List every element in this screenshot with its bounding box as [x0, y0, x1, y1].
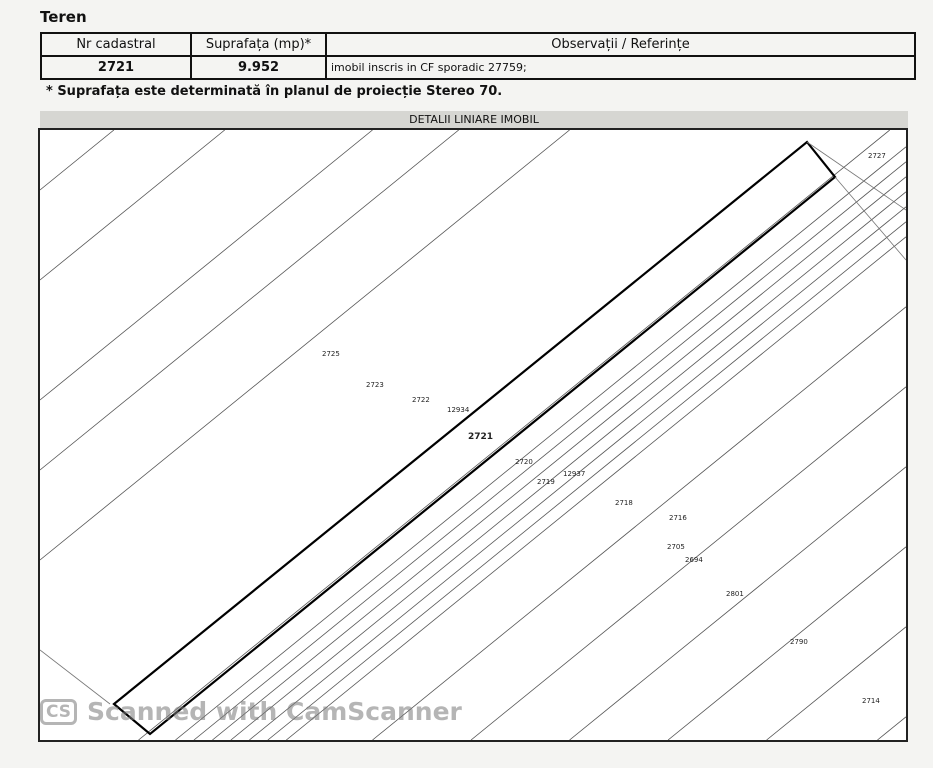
parcel-label: 12934: [447, 406, 470, 414]
parcel-label: 2705: [667, 543, 685, 551]
parcel-label: 2727: [868, 152, 886, 160]
boundary-line: [470, 386, 906, 740]
boundary-line: [372, 306, 906, 740]
boundary-line: [40, 130, 225, 281]
parcel-label: 2723: [366, 381, 384, 389]
cell-nr-cadastral: 2721: [40, 55, 192, 80]
watermark-text: Scanned with CamScanner: [87, 697, 462, 726]
boundary-line: [40, 130, 459, 471]
boundary-line: [40, 130, 373, 401]
watermark-badge: CS: [40, 698, 78, 725]
section-title: Teren: [40, 8, 87, 26]
header-nr-cadastral: Nr cadastral: [40, 32, 192, 57]
boundary-line: [138, 130, 891, 740]
boundary-line: [40, 130, 115, 191]
table-row: 2721 9.952 imobil inscris in CF sporadic…: [40, 55, 916, 80]
parcel-label: 2714: [862, 697, 880, 705]
parcel-label: 2716: [669, 514, 687, 522]
footnote: * Suprafața este determinată în planul d…: [46, 84, 503, 99]
boundary-line: [667, 546, 906, 740]
boundary-line: [267, 221, 906, 740]
header-suprafata: Suprafața (mp)*: [190, 32, 327, 57]
parcel-label: 12937: [563, 470, 586, 478]
parcel-label: 2720: [515, 458, 533, 466]
parcel-label: 2694: [685, 556, 703, 564]
cell-observatii: imobil inscris in CF sporadic 27759;: [325, 55, 916, 80]
boundary-line: [212, 176, 906, 740]
map-title: DETALII LINIARE IMOBIL: [40, 111, 908, 128]
boundary-line: [877, 716, 906, 740]
boundary-line: [806, 141, 906, 211]
boundary-line: [286, 236, 906, 740]
boundary-line: [230, 191, 906, 740]
parcel-label: 2718: [615, 499, 633, 507]
camscanner-watermark: CS Scanned with CamScanner: [40, 697, 462, 726]
boundary-line: [766, 626, 906, 740]
parcel-table: Nr cadastral Suprafața (mp)* Observații …: [40, 32, 916, 80]
boundary-line: [569, 466, 906, 740]
boundary-line: [834, 176, 906, 261]
cell-suprafata: 9.952: [190, 55, 327, 80]
parcel-label: 2790: [790, 638, 808, 646]
parcel-label: 2719: [537, 478, 555, 486]
header-observatii: Observații / Referințe: [325, 32, 916, 57]
boundary-line: [175, 146, 906, 740]
map-lines: [40, 130, 906, 740]
parcel-map: 2727 2725 2723 2722 12934 2721 2720 2719…: [38, 128, 908, 742]
boundary-line: [40, 130, 570, 561]
boundary-line: [249, 206, 906, 740]
parcel-label: 2725: [322, 350, 340, 358]
boundary-line: [193, 161, 906, 740]
parcel-label-main: 2721: [468, 432, 494, 442]
boundary-line: [40, 649, 111, 705]
parcel-label: 2722: [412, 396, 430, 404]
table-header-row: Nr cadastral Suprafața (mp)* Observații …: [40, 32, 916, 57]
parcel-label: 2801: [726, 590, 744, 598]
